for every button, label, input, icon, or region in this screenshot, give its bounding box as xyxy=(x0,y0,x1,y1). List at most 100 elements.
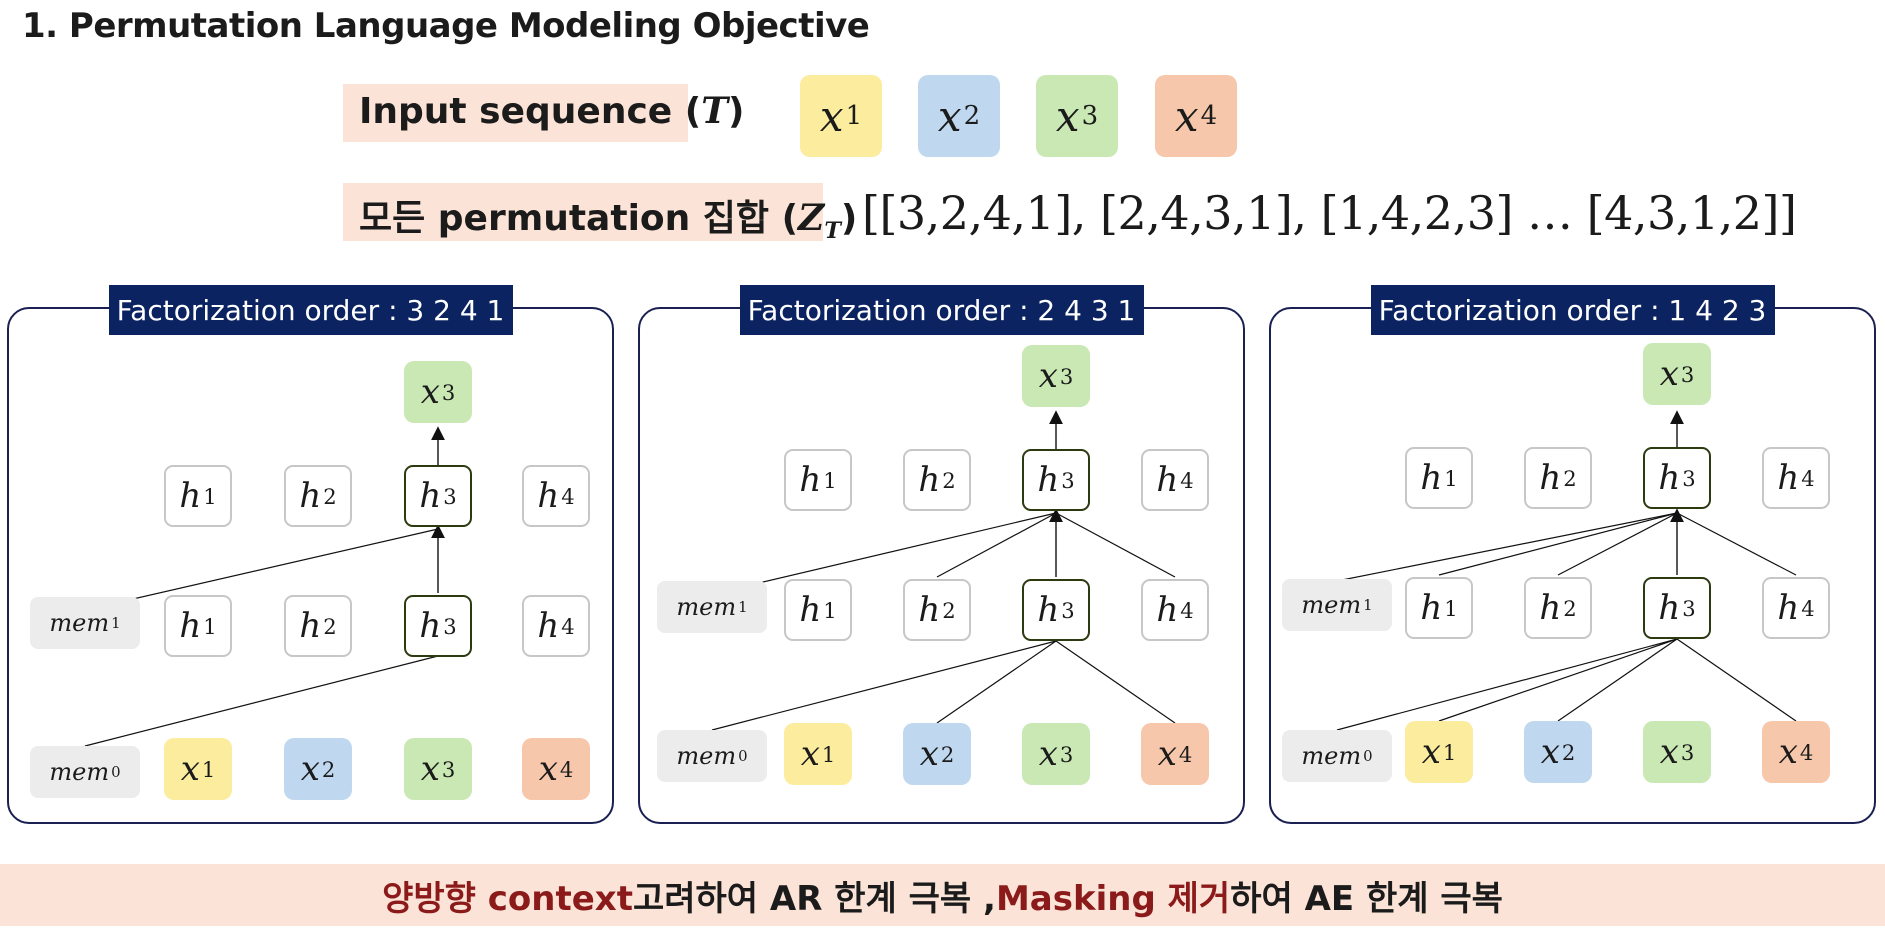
edge-x2-to-h3 xyxy=(1557,638,1678,722)
node-subscript: 3 xyxy=(1682,465,1696,491)
node-base: h xyxy=(1658,458,1681,498)
node-base: h xyxy=(799,590,822,630)
summary-banner: 양방향 context 고려하여 AR 한계 극복 , Masking 제거 하… xyxy=(0,864,1885,926)
node-subscript: 2 xyxy=(942,467,956,493)
node-subscript: 3 xyxy=(1682,595,1696,621)
token-base: x xyxy=(819,91,844,141)
edge-mem1-to-h3 xyxy=(84,528,439,611)
node-subscript: 1 xyxy=(1444,465,1458,491)
token-subscript: 3 xyxy=(441,379,456,405)
token-subscript: 1 xyxy=(201,756,216,782)
token-base: x xyxy=(1055,91,1080,141)
summary-masking-removal: Masking 제거 xyxy=(995,878,1231,919)
node-base: h xyxy=(419,606,442,646)
node-subscript: 4 xyxy=(1801,595,1815,621)
edge-mem1-to-h3 xyxy=(1336,512,1678,582)
token-base: x xyxy=(1038,356,1058,396)
token-subscript: 4 xyxy=(1799,739,1814,765)
edge-h4-to-h3 xyxy=(1676,512,1797,576)
node-subscript: 2 xyxy=(323,483,337,509)
edge-mem0-to-h3 xyxy=(84,655,439,747)
node-base: h xyxy=(299,476,322,516)
input-sequence-label: Input sequence (T) xyxy=(343,84,744,142)
node-base: h xyxy=(1037,460,1060,500)
edge-h1-to-h3 xyxy=(1438,512,1678,576)
token-base: x xyxy=(420,372,440,412)
node-base: h xyxy=(1037,590,1060,630)
token-base: x xyxy=(538,749,558,789)
edge-mem0-to-h3 xyxy=(1336,638,1678,731)
token-subscript: 3 xyxy=(1059,363,1074,389)
permutation-set-subscript: T xyxy=(824,218,841,245)
node-base: h xyxy=(1658,588,1681,628)
node-base: h xyxy=(1156,590,1179,630)
token-subscript: 2 xyxy=(1561,739,1576,765)
node-subscript: 4 xyxy=(1180,467,1194,493)
node-subscript: 4 xyxy=(561,613,575,639)
mem-base: mem xyxy=(676,593,737,621)
token-subscript: 2 xyxy=(321,756,336,782)
node-base: h xyxy=(918,460,941,500)
node-subscript: 4 xyxy=(561,483,575,509)
token-base: x xyxy=(1778,732,1798,772)
permutation-set-label-text: 모든 permutation 집합 ( xyxy=(359,198,799,239)
token-base: x xyxy=(1421,732,1441,772)
edge-mem0-to-h3 xyxy=(711,640,1057,731)
summary-ar-limitation: 고려하여 AR 한계 극복 , xyxy=(632,878,996,919)
token-subscript: 3 xyxy=(1081,101,1099,131)
token-base: x xyxy=(420,749,440,789)
mem-subscript: 0 xyxy=(111,763,121,781)
node-subscript: 2 xyxy=(1563,465,1577,491)
mem-subscript: 1 xyxy=(738,598,748,616)
edge-h2-to-h3 xyxy=(1557,512,1678,576)
edge-mem1-to-h3 xyxy=(711,512,1057,595)
node-subscript: 1 xyxy=(203,483,217,509)
token-subscript: 1 xyxy=(1442,739,1457,765)
node-base: h xyxy=(918,590,941,630)
node-subscript: 3 xyxy=(1061,467,1075,493)
node-subscript: 2 xyxy=(1563,595,1577,621)
node-subscript: 4 xyxy=(1180,597,1194,623)
node-subscript: 1 xyxy=(823,597,837,623)
token-base: x xyxy=(937,91,962,141)
token-subscript: 2 xyxy=(963,101,981,131)
node-base: h xyxy=(1777,458,1800,498)
mem-base: mem xyxy=(49,609,110,637)
node-subscript: 3 xyxy=(443,483,457,509)
token-subscript: 4 xyxy=(1178,741,1193,767)
mem-subscript: 1 xyxy=(1363,596,1373,614)
panel-title-2: Factorization order : 2 4 3 1 xyxy=(739,285,1144,335)
token-subscript: 3 xyxy=(1680,739,1695,765)
page-title: 1. Permutation Language Modeling Objecti… xyxy=(22,6,870,46)
token-base: x xyxy=(1540,732,1560,772)
edge-x4-to-h3 xyxy=(1055,640,1176,724)
node-base: h xyxy=(1156,460,1179,500)
